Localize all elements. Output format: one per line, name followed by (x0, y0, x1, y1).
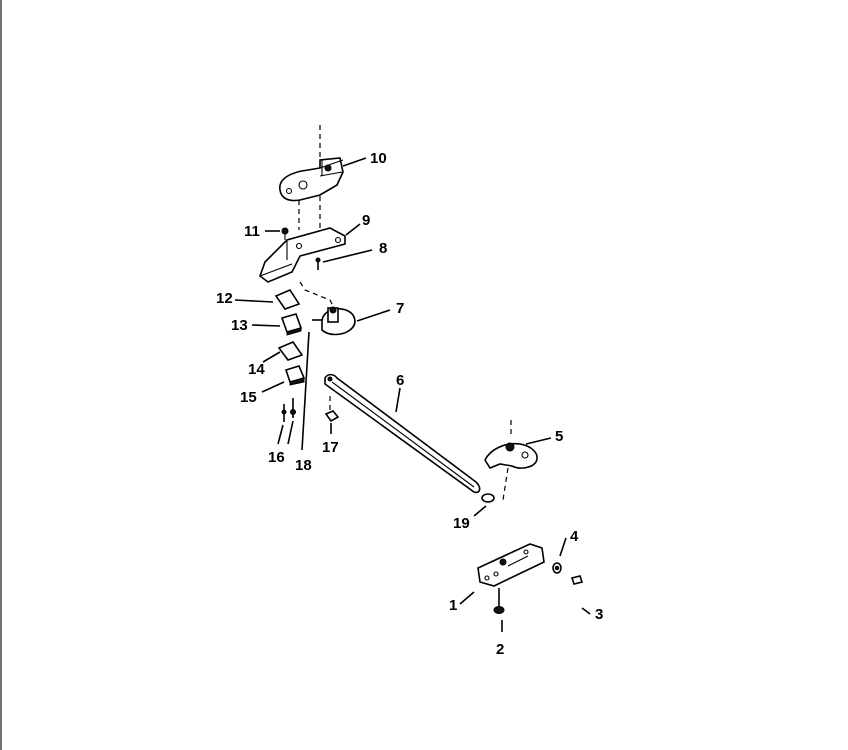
part-1-plate (459, 543, 545, 605)
part-11-screw (265, 227, 289, 240)
part-12-block (234, 288, 301, 310)
part-17-nut (324, 396, 340, 434)
part-14-block (262, 341, 304, 363)
label-part-18: 18 (295, 457, 312, 474)
part-9-bracket (259, 223, 361, 283)
label-part-7: 7 (396, 300, 404, 317)
label-part-12: 12 (216, 290, 233, 307)
label-part-2: 2 (496, 641, 504, 658)
label-part-14: 14 (248, 361, 265, 378)
part-5-lever (484, 420, 552, 501)
label-part-11: 11 (244, 223, 260, 240)
label-part-16: 16 (268, 449, 285, 466)
part-3-screw (570, 575, 591, 615)
label-part-17: 17 (322, 439, 339, 456)
label-part-3: 3 (595, 606, 603, 623)
part-10-valve-body (279, 125, 367, 202)
label-part-6: 6 (396, 372, 404, 389)
part-4-washer (552, 537, 567, 574)
part-8-screw (315, 249, 373, 270)
label-part-9: 9 (362, 212, 370, 229)
part-6-rod (324, 373, 481, 494)
centerline (299, 281, 336, 311)
label-part-4: 4 (570, 528, 579, 545)
part-16-screws (277, 398, 296, 445)
part-18-pin (301, 319, 322, 451)
label-part-1: 1 (449, 597, 457, 614)
label-part-19: 19 (453, 515, 470, 532)
label-part-8: 8 (379, 240, 387, 257)
part-15-block (261, 365, 306, 393)
part-2-bolt (493, 588, 505, 632)
label-part-13: 13 (231, 317, 248, 334)
part-19-washer (473, 493, 495, 517)
part-13-block (251, 313, 303, 336)
part-7-cam (321, 306, 391, 336)
label-part-15: 15 (240, 389, 257, 406)
label-part-5: 5 (555, 428, 563, 445)
label-part-10: 10 (370, 150, 387, 167)
